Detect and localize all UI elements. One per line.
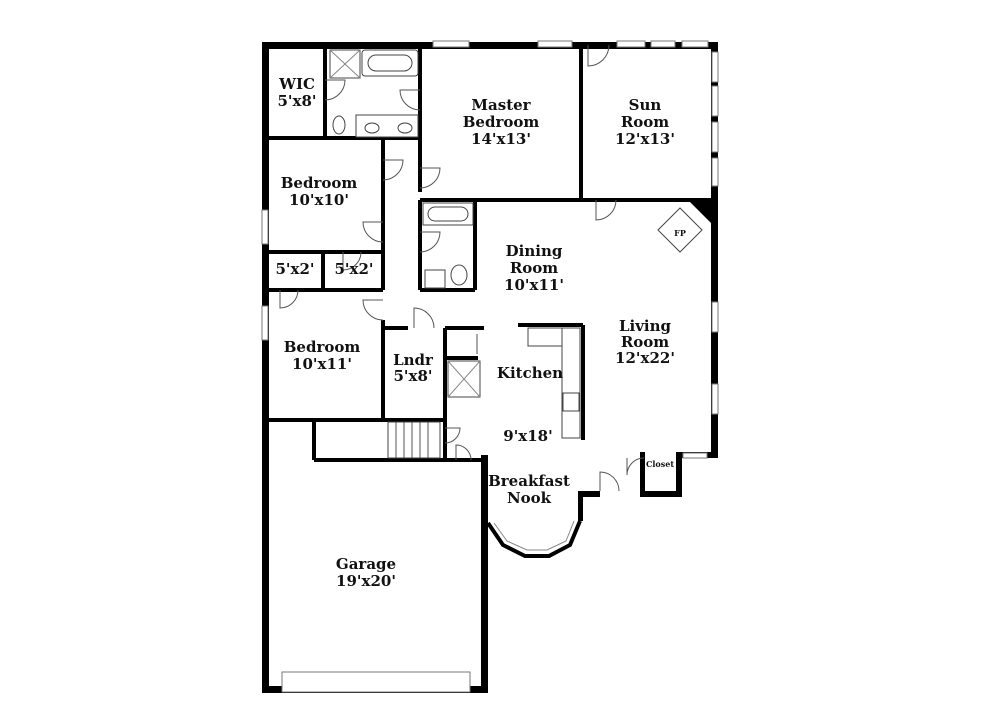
room-laundry: Lndr 5'x8' xyxy=(393,351,434,385)
room-dining-room: Dining Room 10'x11' xyxy=(504,242,564,294)
interior-walls xyxy=(265,45,715,462)
fireplace-label: FP xyxy=(674,228,686,238)
room-name-line-1: Living xyxy=(619,317,672,335)
fireplace: FP xyxy=(657,202,713,253)
doors xyxy=(279,44,645,492)
stairs xyxy=(387,421,441,459)
room-name-line-2: Nook xyxy=(507,489,552,507)
room-size: 12'x22' xyxy=(615,349,675,367)
room-name: Lndr xyxy=(393,351,434,369)
room-name-line-1: Dining xyxy=(506,242,563,260)
room-closet-b: 5'x2' xyxy=(334,260,373,278)
room-name: Bedroom xyxy=(281,174,358,192)
room-size: 10'x11' xyxy=(504,276,564,294)
room-name-line-1: Master xyxy=(471,96,531,114)
room-size: 19'x20' xyxy=(336,572,396,590)
room-name: Garage xyxy=(336,555,396,573)
room-kitchen: Kitchen 9'x18' xyxy=(497,364,563,445)
room-name-line-2: Room xyxy=(510,259,558,277)
room-size: 5'x2' xyxy=(275,260,314,278)
room-name: Bedroom xyxy=(284,338,361,356)
room-size: 10'x10' xyxy=(289,191,349,209)
closet-label: Closet xyxy=(646,459,674,469)
room-name: Kitchen xyxy=(497,364,563,382)
room-size: 10'x11' xyxy=(292,355,352,373)
room-name-line-2: Room xyxy=(621,333,669,351)
room-living-room: Living Room 12'x22' xyxy=(615,317,675,367)
room-size: 5'x2' xyxy=(334,260,373,278)
room-breakfast-nook: Breakfast Nook xyxy=(488,472,570,507)
room-sun-room: Sun Room 12'x13' xyxy=(615,96,675,148)
room-size: 9'x18' xyxy=(503,427,552,445)
room-garage: Garage 19'x20' xyxy=(336,555,396,590)
room-bedroom-2: Bedroom 10'x11' xyxy=(284,338,361,373)
windows xyxy=(261,40,719,693)
room-size: 5'x8' xyxy=(277,92,316,110)
room-size: 5'x8' xyxy=(393,367,432,385)
room-labels: WIC 5'x8' Master Bedroom 14'x13' Sun Roo… xyxy=(275,75,674,590)
room-name-line-1: Breakfast xyxy=(488,472,570,490)
room-size: 12'x13' xyxy=(615,130,675,148)
room-bedroom-1: Bedroom 10'x10' xyxy=(281,174,358,209)
room-wic: WIC 5'x8' xyxy=(277,75,316,110)
room-size: 14'x13' xyxy=(471,130,531,148)
room-name-line-2: Room xyxy=(621,113,669,131)
fixtures xyxy=(329,49,581,459)
room-closet-a: 5'x2' xyxy=(275,260,314,278)
room-name: WIC xyxy=(278,75,315,93)
room-master-bedroom: Master Bedroom 14'x13' xyxy=(463,96,540,148)
room-name-line-1: Sun xyxy=(629,96,662,114)
room-name-line-2: Bedroom xyxy=(463,113,540,131)
